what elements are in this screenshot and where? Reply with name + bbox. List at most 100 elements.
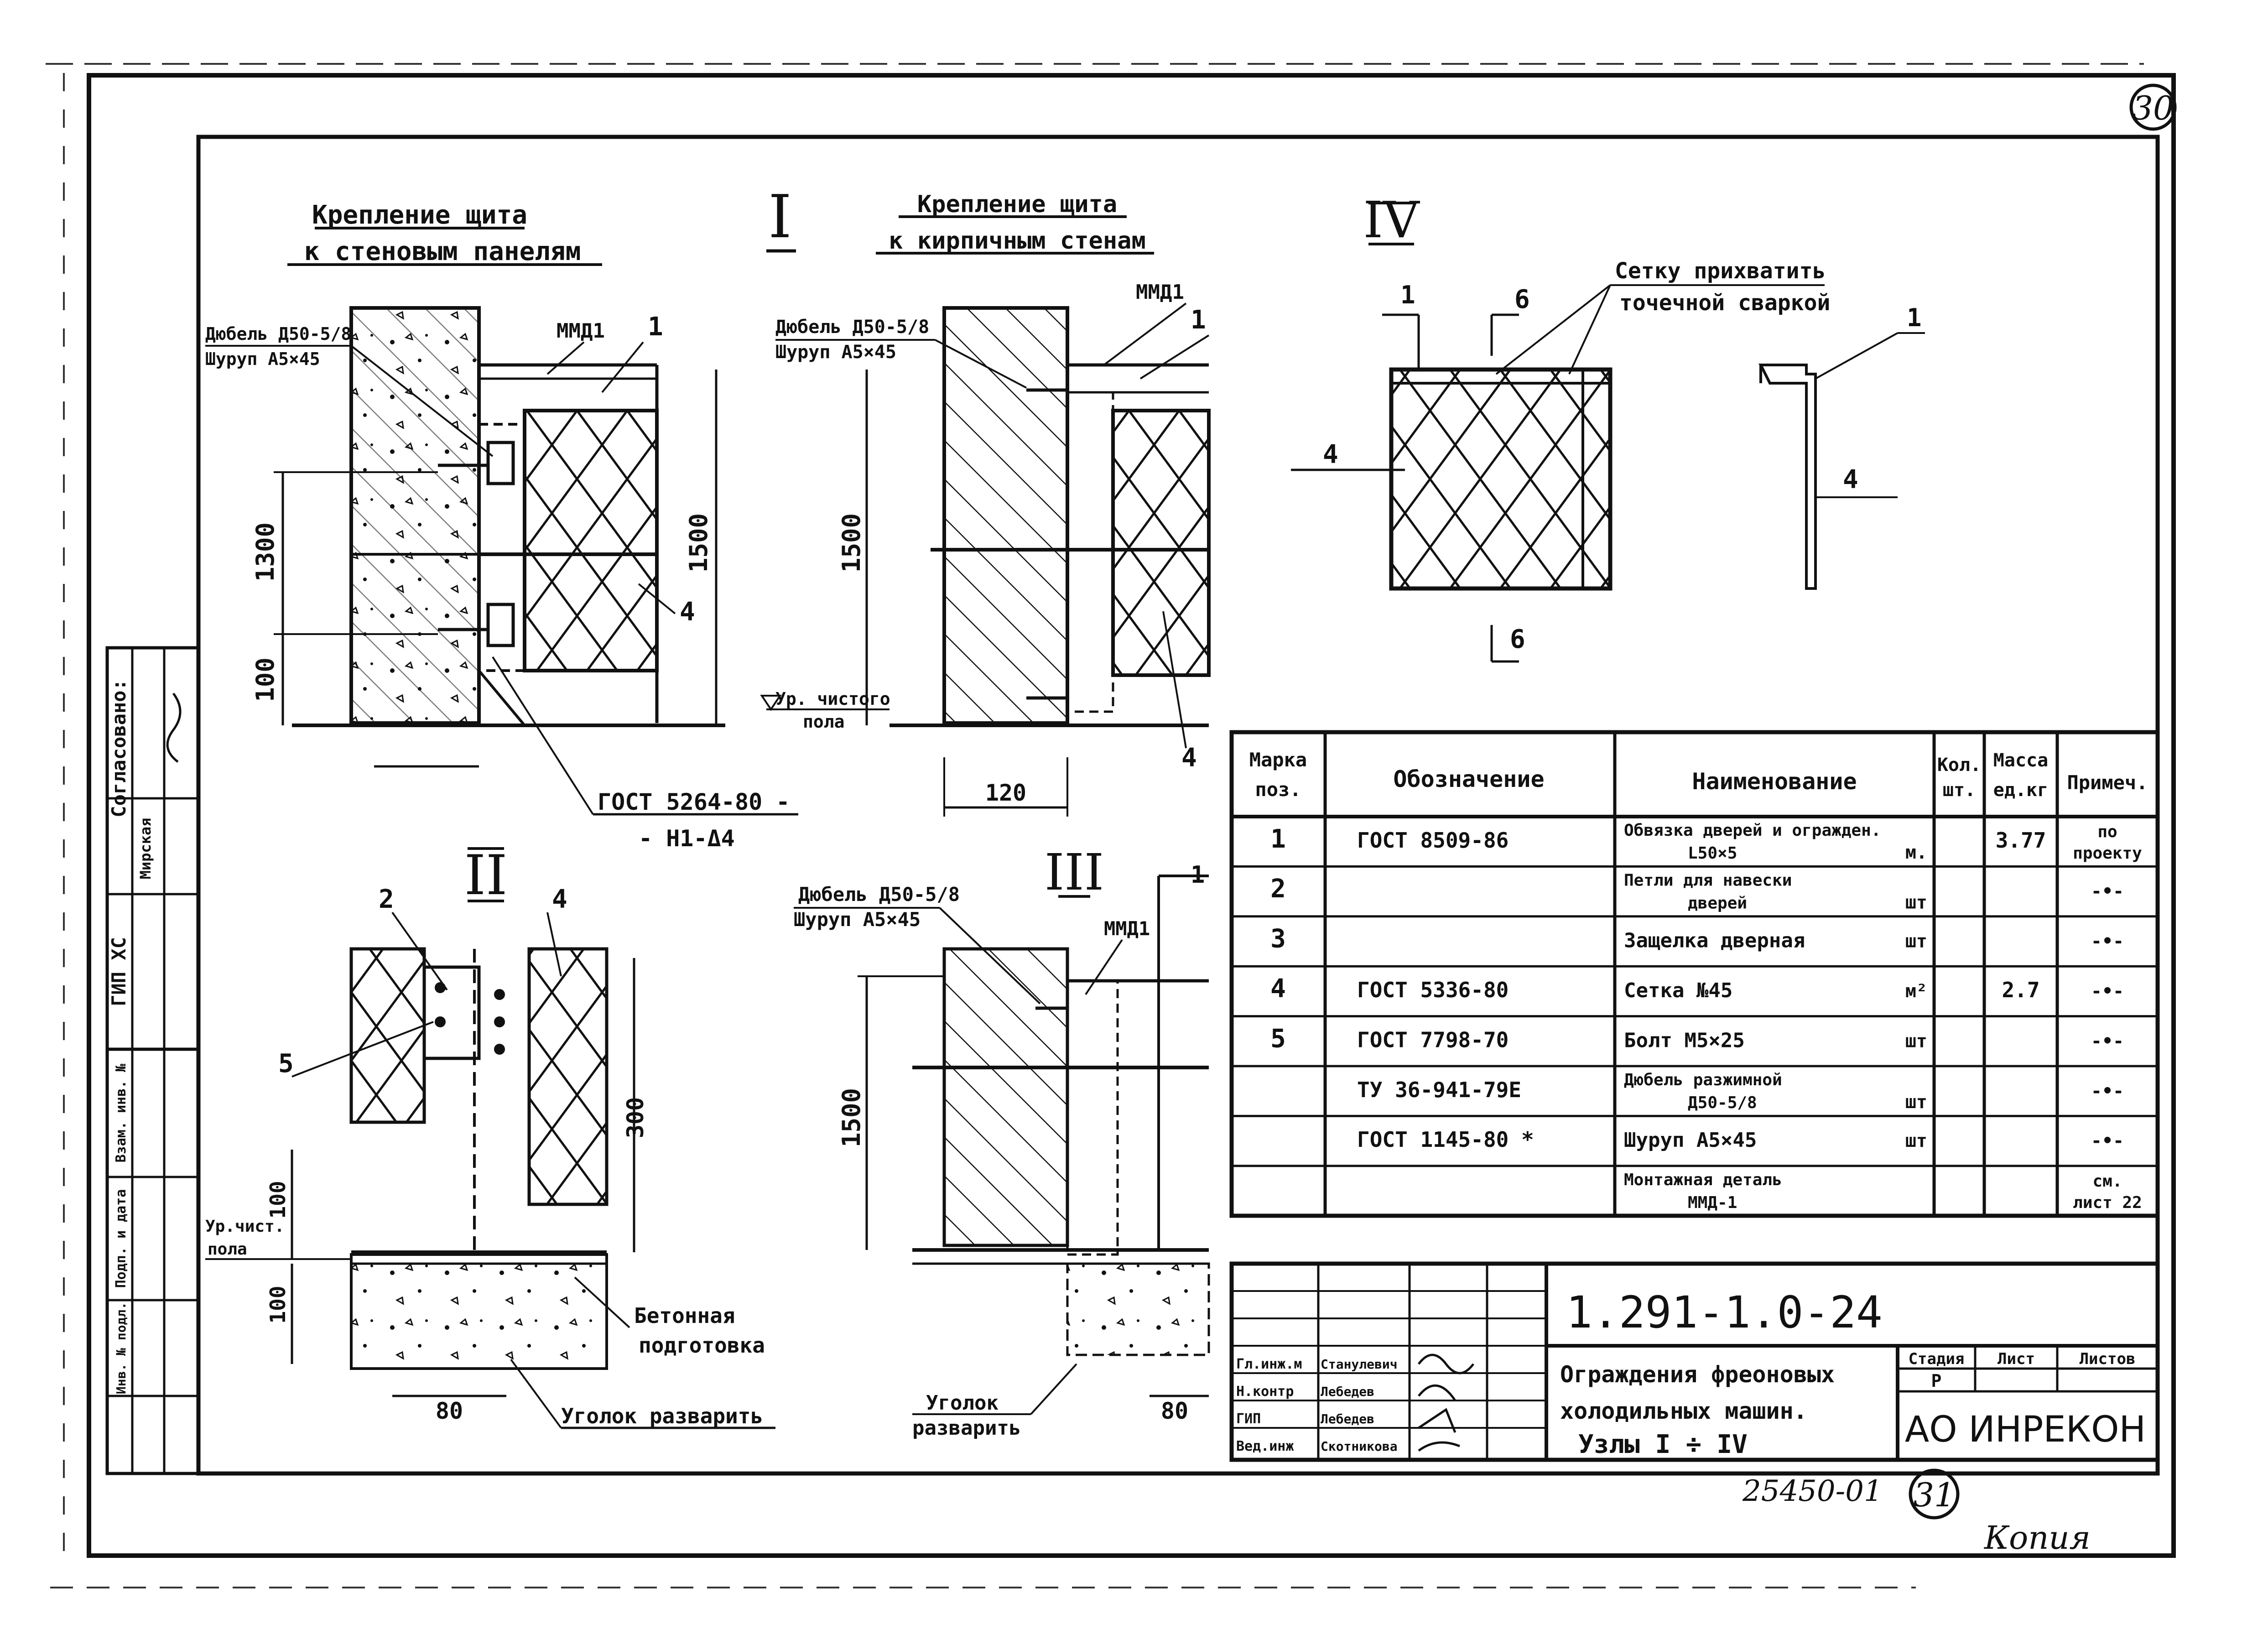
cell-note: по: [2097, 823, 2117, 841]
node-ii-label: II: [464, 844, 508, 907]
pos1-iv-b: 1: [1907, 303, 1922, 332]
header-mark: Марка: [1249, 749, 1307, 771]
dowel-left-1: Дюбель Д50-5/8: [205, 324, 351, 344]
cell-designation: ГОСТ 8509-86: [1357, 828, 1509, 853]
cell-name-2: ММД-1: [1688, 1193, 1737, 1212]
stage-value: Р: [1931, 1371, 1942, 1391]
node-i-label: I: [768, 182, 791, 251]
node-ii: II 300 100 100 80 2 4 5 Ур.чист. пола Бе…: [205, 844, 775, 1429]
brick-wall: [942, 306, 1069, 725]
cell-note: -•-: [2091, 981, 2124, 1002]
dim-80-iii: 80: [1161, 1398, 1188, 1424]
weld-note-1: Сетку прихватить: [1615, 258, 1826, 284]
dim-1300: 1300: [251, 522, 280, 582]
mesh-panel-iv: [1389, 367, 1613, 591]
dim-100-ii-bottom: 100: [265, 1286, 290, 1323]
angle-iii-2: разварить: [912, 1416, 1021, 1440]
dim-100-ii-top: 100: [265, 1181, 290, 1218]
cell-unit: шт: [1905, 1130, 1927, 1151]
header-name: Наименование: [1692, 768, 1857, 795]
doc-code: 1.291-1.0-24: [1566, 1287, 1883, 1338]
copy-signature: Копия: [1983, 1519, 2091, 1557]
dowel-iii-1: Дюбель Д50-5/8: [798, 883, 960, 906]
cell-name: Шуруп А5×45: [1624, 1129, 1757, 1152]
cell-name: Петли для навески: [1624, 871, 1792, 890]
cell-mark: 2: [1270, 874, 1286, 904]
cell-unit: м.: [1905, 842, 1927, 863]
node-i-right-title-2: к кирпичным стенам: [889, 227, 1146, 255]
cell-note: -•-: [2091, 931, 2124, 952]
cell-mark: 5: [1270, 1024, 1286, 1053]
cell-mark: 3: [1270, 924, 1286, 954]
hinge-plate: [422, 965, 481, 1060]
cell-name-2: дверей: [1688, 894, 1747, 912]
mesh-panel-ii-right: [527, 947, 609, 1206]
role-4: Вед.инж: [1236, 1438, 1294, 1454]
stage-label: Стадия: [1909, 1350, 1965, 1368]
cell-unit: шт: [1905, 931, 1927, 952]
archive-number: 25450-01: [1742, 1474, 1883, 1508]
stamp-name: Мирская: [137, 818, 154, 880]
next-sheet-number: 31: [1909, 1468, 1960, 1520]
pos4-iv-b: 4: [1843, 465, 1858, 495]
header-mass: Масса: [1993, 750, 2048, 771]
cell-unit: шт: [1905, 1031, 1927, 1052]
pos4-ii: 4: [552, 885, 567, 914]
person-2: Лебедев: [1321, 1384, 1374, 1399]
mesh-panel-ii-left: [349, 947, 426, 1124]
cell-note-2: проекту: [2073, 844, 2142, 863]
cell-note: -•-: [2091, 881, 2124, 902]
header-qty-2: шт.: [1943, 780, 1976, 801]
floor-level-ii-2: пола: [208, 1240, 247, 1259]
title-line-1: Ограждения фреоновых: [1560, 1361, 1835, 1388]
section-6-bottom: 6: [1510, 625, 1525, 654]
dim-120: 120: [985, 780, 1026, 806]
dowel-right-2: Шуруп А5×45: [775, 342, 896, 363]
gost-line1: ГОСТ 5264-80 -: [598, 789, 790, 815]
cell-designation: ГОСТ 5336-80: [1357, 978, 1509, 1002]
person-3: Лебедев: [1321, 1411, 1374, 1427]
stamp-gip-xc: ГИП ХС: [108, 937, 130, 1006]
dim-1500-left: 1500: [684, 513, 713, 573]
cell-name-2: L50×5: [1688, 844, 1737, 863]
svg-text:31: 31: [1913, 1476, 1955, 1514]
cell-mass: 3.77: [1996, 828, 2046, 853]
concrete-prep-1: Бетонная: [634, 1303, 735, 1328]
organization: АО ИНРЕКОН: [1905, 1409, 2146, 1450]
role-3: ГИП: [1236, 1411, 1261, 1427]
header-qty: Кол.: [1937, 755, 1981, 776]
side-stamp: Согласовано: ГИП ХС Мирская Взам. инв. №…: [105, 646, 200, 1475]
section-6-top: 6: [1514, 285, 1530, 314]
weld-note-2: точечной сваркой: [1619, 290, 1830, 316]
cell-name: Защелка дверная: [1624, 929, 1805, 953]
floor-level-2: пола: [803, 712, 845, 732]
pos2: 2: [379, 885, 394, 914]
role-1: Гл.инж.м: [1236, 1356, 1302, 1372]
brick-wall-iii: [942, 947, 1069, 1247]
cell-name: Монтажная деталь: [1624, 1171, 1782, 1189]
dim-1500-iii: 1500: [837, 1088, 866, 1147]
cell-mark: 4: [1270, 974, 1286, 1004]
cell-unit: м²: [1905, 981, 1927, 1002]
floor-level-1: Ур. чистого: [775, 689, 890, 709]
cell-name: Сетка №45: [1624, 979, 1732, 1002]
header-mark-2: поз.: [1255, 778, 1301, 801]
header-designation: Обозначение: [1393, 766, 1544, 792]
dim-300: 300: [622, 1097, 649, 1138]
cell-unit: шт: [1905, 1092, 1927, 1113]
person-4: Скотникова: [1321, 1439, 1398, 1454]
cell-name-2: Д50-5/8: [1688, 1093, 1757, 1112]
stamp-inv-sub: Взам. инв. №: [113, 1063, 129, 1163]
cell-designation: ГОСТ 7798-70: [1357, 1027, 1509, 1052]
dim-80-ii: 80: [436, 1398, 463, 1424]
node-i: I Крепление щита к стеновым панелям Креп…: [205, 182, 1211, 852]
cell-mass: 2.7: [2002, 978, 2039, 1002]
pos4-iv-a: 4: [1323, 440, 1338, 469]
sheet-label: Лист: [1998, 1350, 2035, 1368]
mesh-panel-right: [1111, 409, 1211, 677]
node-iii-label: III: [1045, 843, 1104, 901]
sheets-label: Листов: [2080, 1350, 2136, 1368]
pos1-iv-a: 1: [1400, 281, 1415, 309]
